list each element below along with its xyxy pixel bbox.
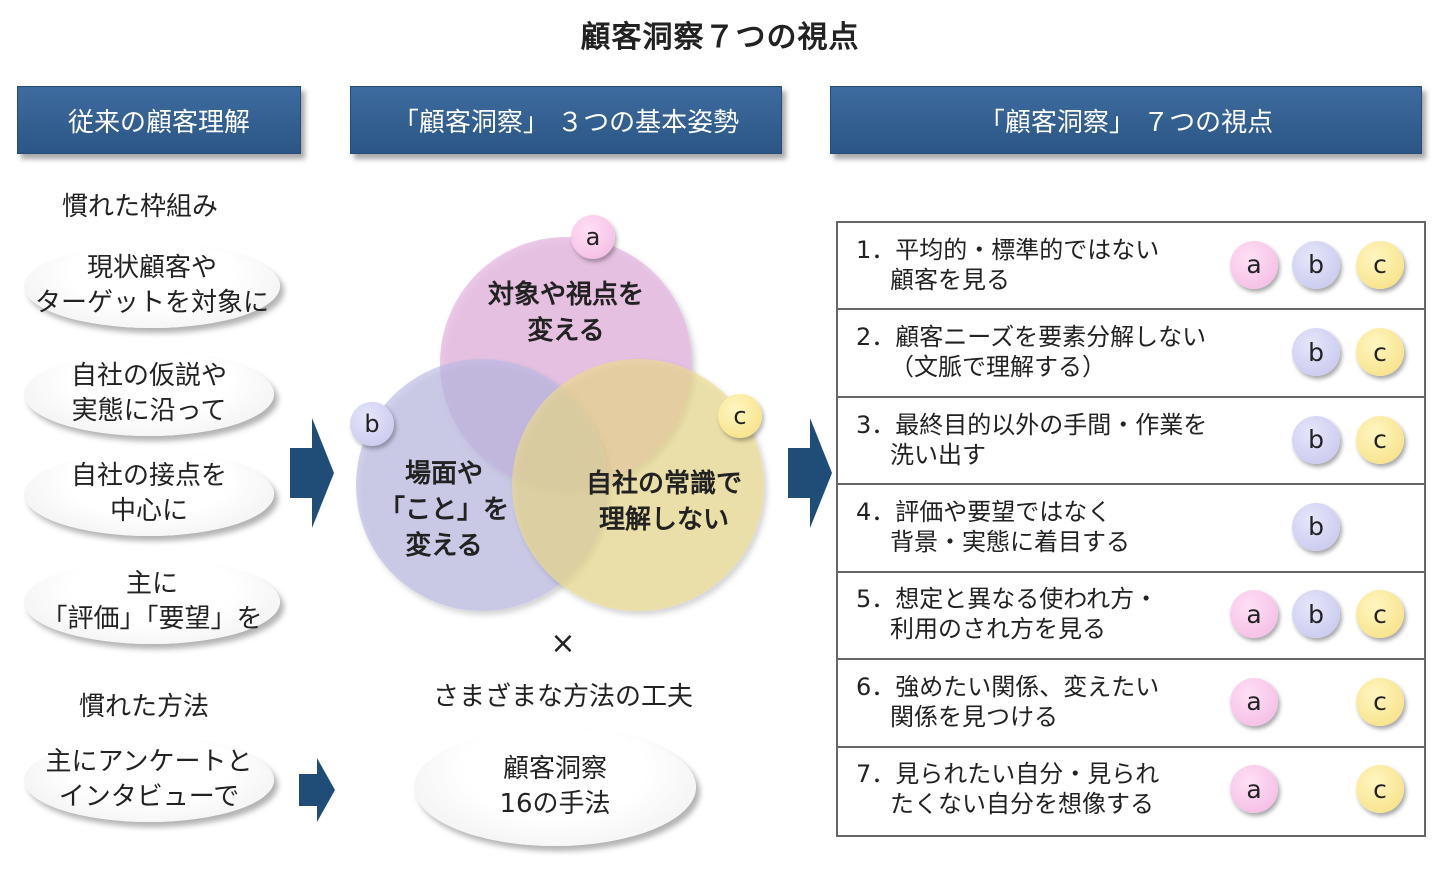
arrow-right-icon [788,418,832,528]
badge-c: c [1356,328,1404,377]
badge-c: c [1356,415,1404,464]
badge-b: b [1292,502,1340,551]
venn-badge-b: b [350,402,394,446]
framework-label: 慣れた枠組み [61,192,218,222]
venn-diagram [356,237,764,611]
framework-item-4: 主に「評価」「要望」を [24,560,280,644]
venn-circle-c [512,359,764,611]
framework-item-3: 自社の接点を中心に [24,452,274,536]
header-basic-stances: 「顧客洞察」 ３つの基本姿勢 [350,86,782,154]
venn-label-b: 場面や「こと」を変える [378,459,509,561]
badge-c: c [1356,590,1404,639]
venn-label-c: 自社の常識で理解しない [585,469,742,535]
header-seven-viewpoints: 「顧客洞察」 ７つの視点 [830,86,1422,154]
table-row: 4．評価や要望ではなく背景・実態に着目する b [838,485,1424,573]
method-item: 主にアンケートとインタビューで [24,738,274,822]
viewpoint-text: 6．強めたい関係、変えたい関係を見つける [856,672,1160,731]
method-label: 慣れた方法 [78,692,209,722]
badge-c: c [1356,765,1404,814]
framework-item-1: 現状顧客やターゲットを対象に [24,244,280,328]
badge-c: c [1356,240,1404,289]
header-traditional: 従来の顧客理解 [17,86,301,154]
viewpoint-text: 2．顧客ニーズを要素分解しない（文脈で理解する） [856,323,1207,382]
venn-badge-a: a [571,215,615,259]
times-symbol: × [550,626,576,661]
viewpoint-text: 3．最終目的以外の手間・作業を洗い出す [856,410,1208,469]
badge-a: a [1230,590,1278,639]
badge-a: a [1230,240,1278,289]
badge-b: b [1292,415,1340,464]
viewpoint-text: 1．平均的・標準的ではない顧客を見る [856,235,1160,294]
badge-b: b [1292,240,1340,289]
badge-b: b [1292,328,1340,377]
table-row: 7．見られたい自分・見られたくない自分を想像する a c [838,748,1424,835]
arrow-right-icon [299,758,335,822]
badge-a: a [1230,765,1278,814]
table-row: 6．強めたい関係、変えたい関係を見つける a c [838,660,1424,748]
badge-c: c [1356,677,1404,726]
diagram-title: 顧客洞察７つの視点 [580,20,860,55]
viewpoint-text: 5．想定と異なる使われ方・利用のされ方を見る [856,585,1159,644]
arrow-right-icon [290,418,334,528]
venn-badge-c: c [718,394,762,438]
venn-label-a: 対象や視点を変える [487,280,644,346]
framework-item-2: 自社の仮説や実態に沿って [24,352,274,436]
badge-a: a [1230,677,1278,726]
viewpoint-text: 7．見られたい自分・見られたくない自分を想像する [856,760,1160,819]
viewpoint-text: 4．評価や要望ではなく背景・実態に着目する [856,497,1130,556]
badge-b: b [1292,590,1340,639]
methods-label: さまざまな方法の工夫 [432,682,693,712]
